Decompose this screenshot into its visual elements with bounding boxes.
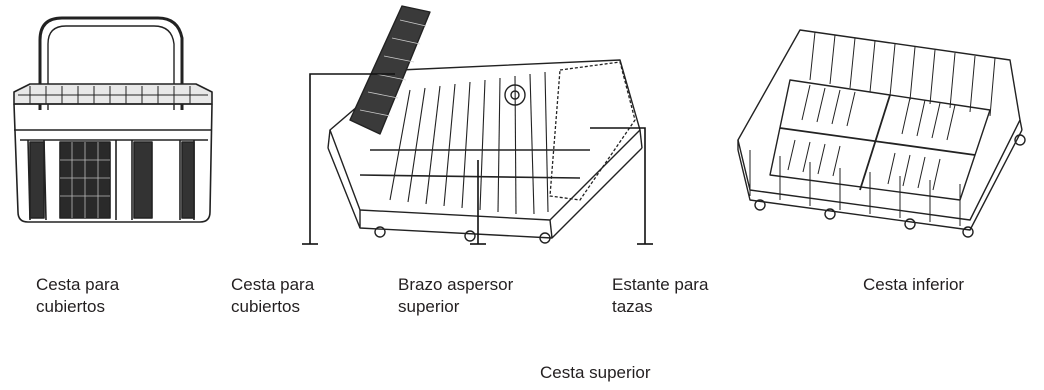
label-upper-cutlery-basket-line1: Cesta para xyxy=(231,275,315,294)
label-upper-cutlery-basket: Cesta para cubiertos xyxy=(231,274,314,318)
leader-cutlery xyxy=(309,73,395,244)
label-upper-cutlery-basket-line2: cubiertos xyxy=(231,297,300,316)
label-cup-shelf-line2: tazas xyxy=(612,297,653,316)
label-upper-spray-arm: Brazo aspersor superior xyxy=(398,274,513,318)
label-cutlery-basket: Cesta para cubiertos xyxy=(36,274,119,318)
leader-cup-shelf xyxy=(590,127,646,244)
label-upper-spray-arm-line2: superior xyxy=(398,297,460,316)
label-cup-shelf: Estante para tazas xyxy=(612,274,708,318)
label-cup-shelf-line1: Estante para xyxy=(612,275,709,294)
label-lower-basket-text: Cesta inferior xyxy=(863,275,965,294)
label-cutlery-basket-line1: Cesta para xyxy=(36,275,120,294)
lower-basket-illustration xyxy=(737,29,1026,238)
label-lower-basket: Cesta inferior xyxy=(863,274,964,296)
label-upper-basket: Cesta superior xyxy=(540,362,651,384)
upper-basket-illustration xyxy=(302,5,653,245)
label-upper-basket-text: Cesta superior xyxy=(540,363,651,382)
cutlery-basket-illustration xyxy=(13,16,213,223)
label-upper-spray-arm-line1: Brazo aspersor xyxy=(398,275,514,294)
label-cutlery-basket-line2: cubiertos xyxy=(36,297,105,316)
